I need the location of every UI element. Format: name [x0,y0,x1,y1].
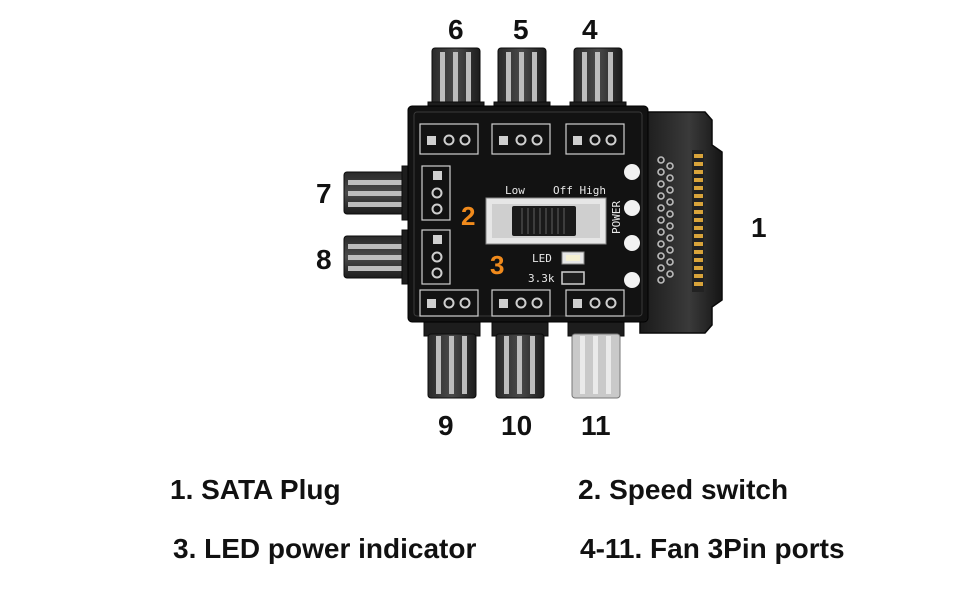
fan-port-8 [343,229,419,285]
callout-7: 7 [316,178,332,209]
resistor-label: 3.3k [528,272,555,285]
white-components [624,164,640,288]
sata-gold-pins [694,154,703,286]
legend-speed-switch: 2. Speed switch [578,474,789,505]
callout-1: 1 [751,212,767,243]
callout-9: 9 [438,410,454,441]
switch-off-high-label: Off High [553,184,606,197]
legend-led-indicator: 3. LED power indicator [173,533,477,564]
callout-2: 2 [461,201,476,231]
legend-sata-plug: 1. SATA Plug [170,474,341,505]
sata-plug [639,111,723,334]
legend-fan-ports: 4-11. Fan 3Pin ports [580,533,845,564]
pcb-board: Low Off High POWER LED 3.3k [407,105,674,323]
speed-switch [485,197,607,245]
led-label: LED [532,252,552,265]
fan-port-10 [491,319,549,399]
callout-6: 6 [448,14,464,45]
callout-4: 4 [582,14,598,45]
resistor-component [561,271,585,285]
fan-port-9 [423,319,481,399]
fan-port-7 [343,165,419,221]
callout-8: 8 [316,244,332,275]
bottom-pads [419,289,625,317]
callout-3: 3 [490,250,505,280]
left-pads [421,165,451,285]
power-label: POWER [610,201,623,234]
sata-solder-points [657,156,674,284]
switch-low-label: Low [505,184,525,197]
callout-5: 5 [513,14,529,45]
fan-port-11 [567,319,625,399]
led-component [561,251,585,265]
top-pads [419,123,625,155]
callout-10: 10 [501,410,533,441]
callout-11: 11 [581,410,611,441]
